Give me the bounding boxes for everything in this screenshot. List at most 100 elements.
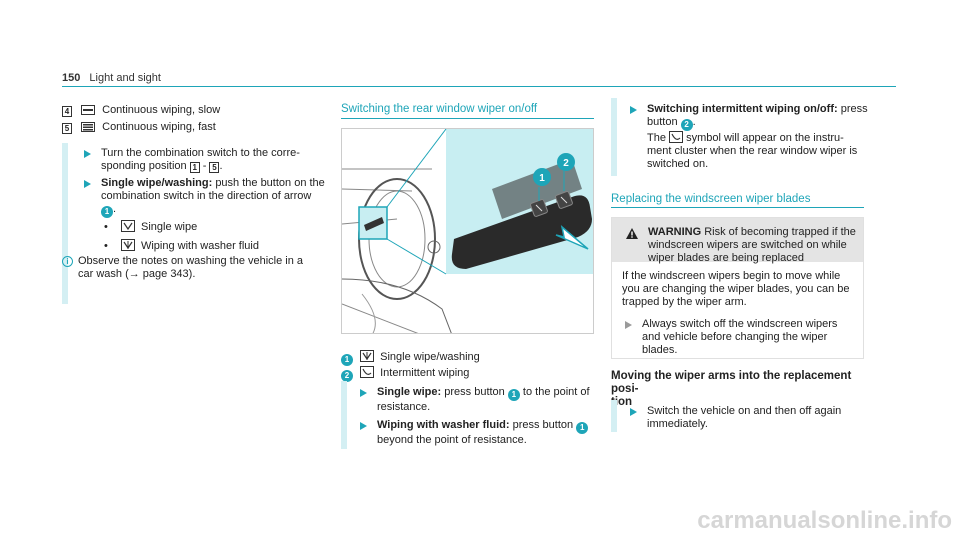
step-text: button [647,116,678,128]
step-end: . [692,116,696,128]
step-washer-press: Wiping with washer fluid: press button 1… [377,419,597,447]
button-badge-1: 1 [507,389,520,401]
position-5-text: Continuous wiping, fast [102,121,216,133]
heading-rule [611,207,864,208]
info-icon: i [62,256,73,267]
step-arrow-icon [84,180,91,188]
page-number: 150 [62,72,81,84]
warning-header-text: WARNING Risk of becoming trapped if the … [648,226,862,265]
warning-text-line: windscreen wipers are switched on while [648,239,847,251]
warning-body-line: trapped by the wiper arm. [622,296,747,308]
bullet-single-wipe: • Single wipe [104,220,197,234]
position-4-text: Continuous wiping, slow [102,104,221,116]
warning-box: WARNING Risk of becoming trapped if the … [611,217,864,359]
step-bar-col3b [611,400,617,432]
bullet-washer: • Wiping with washer fluid [104,239,259,253]
step-text: symbol will appear on the instru- [686,132,844,144]
step-arrow-icon [360,389,367,397]
step-arrow-icon [625,321,632,329]
step-arrow-icon [360,422,367,430]
legend-item-2: 2 Intermittent wiping [341,366,469,382]
legend-badge-1: 1 [341,354,353,366]
warning-triangle-icon [626,228,638,239]
step-bar-col3 [611,98,617,176]
position-key-4: 4 [62,106,72,117]
warning-text-line: wiper blades are being replaced [648,252,804,264]
washer-fluid-icon [120,239,135,251]
step-bar-col1 [62,143,68,304]
wiper-position-4: 4 Continuous wiping, slow [62,104,220,117]
warning-step-line: Always switch off the windscreen wipers [642,318,838,330]
button-badge-1: 1 [576,422,589,434]
section-heading-wiper-blades: Replacing the windscreen wiper blades [611,193,811,205]
legend-text: Intermittent wiping [380,367,470,379]
step-text-line: switched on. [647,158,709,170]
continuous-fast-icon [81,122,96,132]
step-text: press [840,103,868,115]
intermittent-wiping-icon [360,366,375,378]
step-intermittent: Switching intermittent wiping on/off: pr… [647,103,877,171]
step-turn-switch: Turn the combination switch to the corre… [101,147,331,173]
step-bold: Wiping with washer fluid: [377,419,510,431]
wiper-stalk-illustration: 1 2 [341,128,594,334]
step-bold: Single wipe: [377,386,442,398]
step-vehicle-on-off: Switch the vehicle on and then off again… [647,405,867,431]
button-badge-2: 2 [680,119,693,131]
note-line: Observe the notes on washing the vehicle… [78,255,304,267]
step-text: press button [512,419,574,431]
arrow-number-badge: 1 [101,206,113,218]
step-end: . [219,160,223,172]
callout-1-label: 1 [539,173,545,184]
step-text-line: Switch the vehicle on and then off again [647,405,842,417]
step-arrow-icon [84,150,91,158]
legend-item-1: 1 Single wipe/washing [341,350,480,366]
step-text: to the point of [522,386,590,398]
step-text: The [647,132,666,144]
illustration-svg: 1 2 [342,129,593,333]
header-rule [62,86,896,87]
wiper-position-5: 5 Continuous wiping, fast [62,121,216,134]
step-text: push the button on the [215,177,325,189]
range-dash: - [202,160,207,172]
section-heading-rear-wiper: Switching the rear window wiper on/off [341,103,538,115]
page-header: 150 Light and sight [62,72,161,85]
bullet-text: Single wipe [140,221,198,233]
step-text-line: immediately. [647,418,708,430]
warning-step-line: blades. [642,344,678,356]
step-text-line: ment cluster when the rear window wiper … [647,145,858,157]
position-key-5: 5 [62,123,72,134]
step-bold: Switching intermittent wiping on/off: [647,103,838,115]
warning-body: If the windscreen wipers begin to move w… [622,270,862,309]
legend-badge-2: 2 [341,370,353,382]
bullet-dot: • [104,221,108,233]
subheading-line: Moving the wiper arms into the replaceme… [611,370,852,395]
single-wipe-washing-icon [360,350,375,362]
warning-text: Risk of becoming trapped if the [704,226,856,238]
step-bar-col2 [341,381,347,449]
note-line-link[interactable]: car wash (→ page 343). [78,268,196,280]
watermark: carmanualsonline.info [697,507,952,533]
note-car-wash: i Observe the notes on washing the vehic… [62,255,332,281]
single-wipe-icon [120,220,135,232]
step-bold: Single wipe/washing: [101,177,213,189]
warning-header: WARNING Risk of becoming trapped if the … [612,218,863,265]
step-end: . [113,203,117,215]
bullet-text: Wiping with washer fluid [140,240,259,252]
subheading-wiper-arms: Moving the wiper arms into the replaceme… [611,370,871,409]
step-text-line: combination switch in the direction of a… [101,190,312,202]
continuous-slow-icon [81,105,96,115]
step-arrow-icon [630,106,637,114]
callout-2-label: 2 [563,158,569,169]
section-title: Light and sight [89,72,161,84]
step-text-line: Turn the combination switch to the corre… [101,147,300,159]
warning-body-line: you are changing the wiper blades, you c… [622,283,850,295]
heading-rule [341,118,594,119]
step-text-line: beyond the point of resistance. [377,434,527,446]
bullet-dot: • [104,240,108,252]
warning-body-line: If the windscreen wipers begin to move w… [622,270,841,282]
warning-step: Always switch off the windscreen wipers … [642,318,862,357]
position-key-5b: 5 [209,162,220,173]
step-text-pre: sponding position [101,160,187,172]
step-text: press button [444,386,505,398]
step-single-wipe-press: Single wipe: press button 1 to the point… [377,386,597,414]
